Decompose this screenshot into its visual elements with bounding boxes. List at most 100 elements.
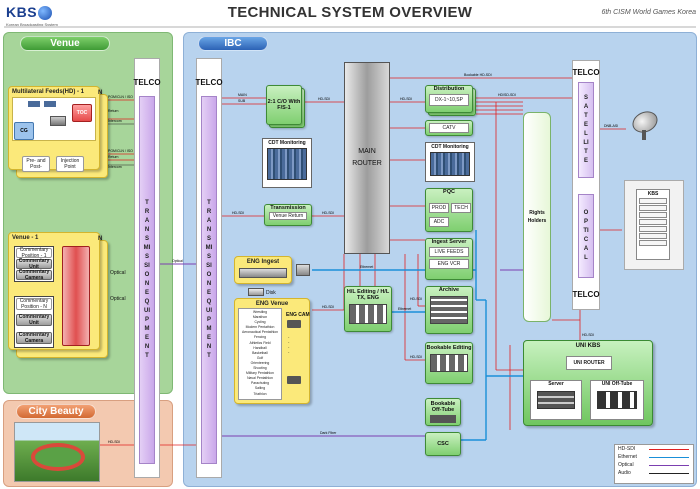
transmission-block: Transmission Venue Return	[264, 204, 312, 226]
eng-ingest-block: ENG Ingest	[234, 256, 292, 284]
sport-item: Modern Pentathlon	[245, 325, 275, 330]
optical-label-1: Optical	[110, 270, 126, 276]
catv-label: CATV	[429, 123, 469, 133]
link-label-main: MAIN	[238, 93, 247, 97]
bookable-editing-title: Bookable Editing	[426, 345, 472, 351]
camera-icon	[287, 320, 301, 328]
link-label: Ethernet	[360, 265, 373, 269]
csc-title: CSC	[437, 441, 449, 447]
hl-editing-block: H/L Editing / H/L TX, ENG	[344, 286, 392, 332]
editing-station-icon	[430, 354, 468, 372]
telco-left-title: TELCO	[133, 78, 161, 87]
server-icon	[537, 391, 575, 409]
commentary-unit-1: Commentary Unit	[16, 258, 52, 270]
archive-title: Archive	[438, 287, 460, 293]
toc-box: TOC	[72, 104, 92, 122]
sport-item: Sailing	[254, 386, 266, 391]
router-label-1: MAIN	[358, 148, 376, 155]
legend-item-ethernet: Ethernet	[615, 453, 693, 461]
rights-holders-label: Rights Holders	[527, 210, 547, 224]
commentary-camera-1: Commentary Camera	[16, 269, 52, 281]
link-label-optical: Optical	[172, 259, 183, 263]
legend-swatch	[649, 456, 689, 458]
telco-ibc-title: TELCO	[195, 78, 223, 87]
vcr-icon	[296, 264, 310, 276]
satellite-bar: SATELLITE	[578, 82, 594, 178]
satellite-label: SATELLITE	[583, 95, 589, 164]
cdt-monitoring-1: CDT Monitoring	[262, 138, 312, 188]
kbs-rack-title: KBS	[647, 191, 659, 197]
co-title: 2:1 C/O With F/S-1	[267, 99, 301, 111]
telco-ibc-vertical-text: TRANSMISSION EQUIPMENT	[205, 200, 213, 359]
ingest-eng-vcr: ENG VCR	[429, 259, 469, 269]
link-label: HD-SDI	[318, 97, 330, 101]
commentary-position-n: Commentary Position - N	[16, 298, 52, 310]
offtube-icon	[597, 391, 637, 409]
distribution-title: Distribution	[433, 86, 465, 92]
link-label: HD-SDI	[410, 355, 422, 359]
injection-point-box: Injection Point	[56, 156, 84, 172]
bookable-offtube-block: Bookable Off-Tube	[425, 398, 461, 426]
stadium-icon	[31, 443, 85, 471]
optical-label-2: Optical	[110, 296, 126, 302]
telco-right-top-title: TELCO	[572, 68, 600, 77]
link-label: HD-SDI	[400, 97, 412, 101]
uni-kbs-title: UNI KBS	[575, 343, 601, 349]
pqc-adc: ADC	[429, 217, 449, 227]
distribution-value: DX-1~10,SP	[429, 94, 469, 106]
link-label: PGM/CLN / ISO	[108, 95, 133, 99]
legend-label: Optical	[618, 462, 634, 468]
patch-panel	[62, 246, 90, 346]
legend-item-audio: Audio	[615, 469, 693, 477]
pqc-title: PQC	[443, 189, 455, 195]
telco-ibc-transmission-bar: TRANSMISSION EQUIPMENT	[201, 96, 217, 464]
archive-storage-icon	[430, 296, 468, 324]
router-label-2: ROUTER	[352, 160, 382, 167]
logo-subtext: Korean Broadcasting System	[6, 22, 58, 27]
monitor-wall-icon	[267, 148, 307, 180]
distribution-block: Distribution DX-1~10,SP	[425, 85, 473, 113]
link-label: HD-SDI	[108, 440, 120, 444]
optical-bar: OPTICAL	[578, 194, 594, 278]
link-label: Return	[108, 155, 119, 159]
uni-offtube-title: UNI Off-Tube	[601, 381, 633, 387]
link-label: DNB-ASI	[604, 124, 618, 128]
sport-item: Shooting	[253, 366, 267, 371]
csc-block: CSC	[425, 432, 461, 456]
link-label: HD-SDI	[232, 211, 244, 215]
cg-box: CG	[14, 122, 34, 140]
sport-item: Wrestling	[252, 310, 268, 314]
multilateral-n: N	[98, 90, 103, 96]
commentary-camera-n: Commentary Camera	[16, 332, 52, 344]
camera-icon	[287, 376, 301, 384]
cdt-monitoring-2-title: CDT Monitoring	[431, 144, 469, 150]
venue1-n: N	[98, 236, 103, 242]
main-router: MAIN ROUTER	[344, 62, 390, 254]
page-subtitle: 6th CISM World Games Korea	[601, 9, 696, 16]
logo-globe-icon	[38, 5, 53, 20]
optical-label: OPTICAL	[583, 210, 589, 261]
sport-item: Marathon	[252, 315, 268, 320]
legend: HD-SDI Ethernet Optical Audio	[614, 444, 694, 484]
venue-return-box: Venue Return	[269, 212, 307, 220]
legend-item-hdsdi: HD-SDI	[615, 445, 693, 453]
satellite-dish-icon	[628, 107, 662, 140]
legend-item-optical: Optical	[615, 461, 693, 469]
link-label: Bookable HD-SDI	[464, 73, 492, 77]
vcr-icon	[239, 268, 287, 278]
header-divider	[4, 26, 696, 28]
sport-item: Cycling	[254, 320, 266, 325]
camera-icon	[44, 101, 56, 107]
legend-label: Ethernet	[618, 454, 637, 460]
legend-swatch	[649, 472, 689, 474]
eng-cam-label: ENG CAM	[286, 312, 310, 318]
uni-server-title: Server	[548, 381, 564, 387]
venue1-title: Venue - 1	[12, 235, 39, 241]
logo-text: KBS	[6, 4, 38, 20]
link-label: HD-SDI	[322, 305, 334, 309]
link-label: HD-SDI	[410, 297, 422, 301]
legend-swatch	[649, 448, 689, 450]
legend-label: HD-SDI	[618, 446, 636, 452]
